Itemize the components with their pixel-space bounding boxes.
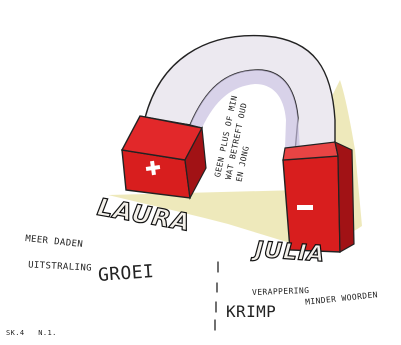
magnet-arch-shade	[190, 70, 300, 150]
name-julia: JULIA	[254, 237, 327, 268]
footer-signature: SK.4 N.1.	[6, 329, 57, 337]
left-pole-right-side	[184, 125, 207, 200]
center-divider	[214, 261, 219, 331]
right-pole-front	[282, 155, 341, 253]
right-pole-side	[334, 140, 355, 254]
right-big-word: KRIMP	[226, 302, 277, 321]
left-big-word: GROEI	[97, 261, 155, 286]
